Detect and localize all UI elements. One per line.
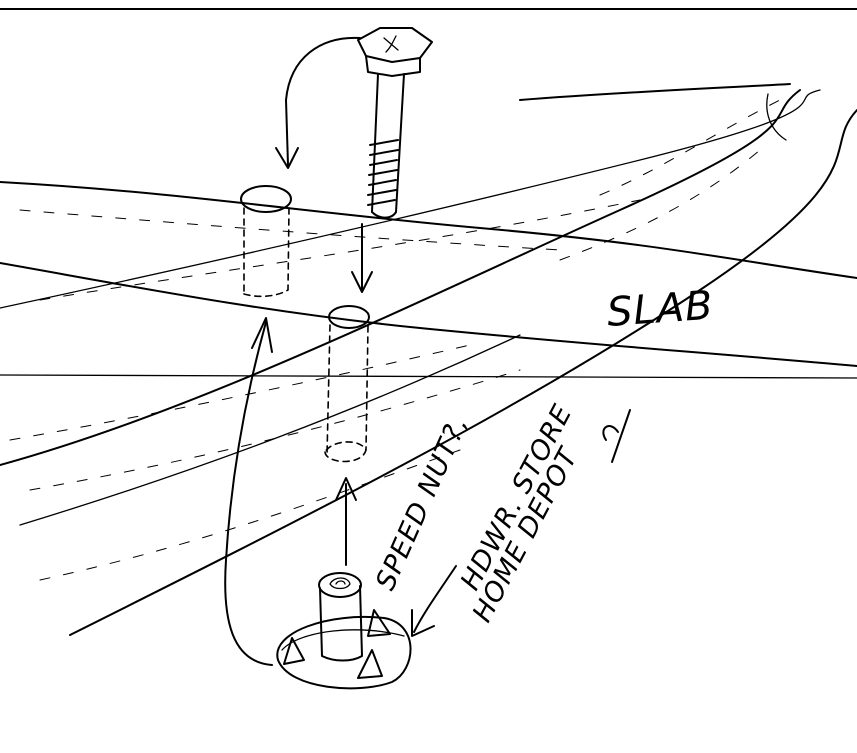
bolt-threads: [367, 139, 399, 206]
slab-diagonal-lower: [69, 109, 857, 636]
grain-line: [29, 369, 521, 491]
slab-label: SLAB: [605, 283, 714, 336]
left-hole-top: [240, 185, 292, 213]
tee-nut-prong-back: [367, 609, 391, 637]
curved-arrow-bolt-to-hole: [275, 36, 361, 169]
slab-top-edge: [0, 181, 857, 279]
bolt-tip: [371, 211, 397, 219]
tee-nut-prong-left: [283, 637, 305, 665]
right-hole-bottom: [324, 441, 367, 463]
tee-nut-bore: [329, 577, 351, 590]
arrow-head: [335, 477, 357, 501]
arrow-head: [351, 271, 373, 293]
slab-diagonal-left-upper: [0, 89, 821, 309]
bolt-head-side: [365, 55, 421, 77]
bolt-head-mark: [383, 35, 399, 53]
slab-diagonal-upper: [0, 89, 801, 466]
slab-far-edge: [519, 83, 791, 101]
right-hole-top: [328, 305, 370, 329]
arrow-head: [411, 609, 435, 637]
curved-arrow-line: [285, 36, 361, 166]
arrow-nut-to-left-hole: [224, 317, 273, 666]
grain-line: [559, 149, 761, 261]
hex-bolt-icon: [357, 27, 433, 219]
arrow-head: [251, 317, 273, 353]
slab-bottom-edge: [0, 262, 857, 367]
right-hole: [324, 305, 370, 463]
arrow-bolt-to-right-hole: [351, 223, 373, 293]
slab-diagonal-left-lower: [19, 334, 521, 526]
tee-nut-barrel: [319, 585, 363, 662]
tee-nut-flange: [276, 616, 412, 690]
tee-nut-flange-rim: [281, 629, 405, 651]
grain-line: [599, 99, 781, 196]
note-speed-nut: SPEED NUT?,: [370, 411, 474, 595]
tee-nut-prong-front: [357, 649, 383, 679]
curved-arrow-head: [275, 147, 299, 169]
arrow-line: [413, 565, 457, 633]
left-hole: [240, 185, 292, 298]
arrow-line: [224, 321, 273, 666]
bolt-shank: [371, 73, 405, 213]
grain-line: [9, 344, 471, 441]
note-ampersand-mark: [602, 409, 631, 463]
wood-grain: [9, 99, 781, 581]
grain-line: [39, 199, 641, 301]
grain-line: [19, 209, 561, 251]
left-hole-bore: [243, 207, 290, 298]
arrow-note-to-nut: [411, 565, 457, 637]
arrow-nut-to-right-hole: [335, 477, 357, 566]
slab-board: [0, 83, 857, 636]
tee-nut-icon: [276, 572, 412, 690]
bolt-head-top: [357, 27, 433, 63]
tee-nut-barrel-top: [318, 572, 362, 598]
grain-line: [39, 449, 461, 581]
slab-end-curl: [766, 93, 787, 141]
right-hole-bore: [326, 324, 369, 456]
